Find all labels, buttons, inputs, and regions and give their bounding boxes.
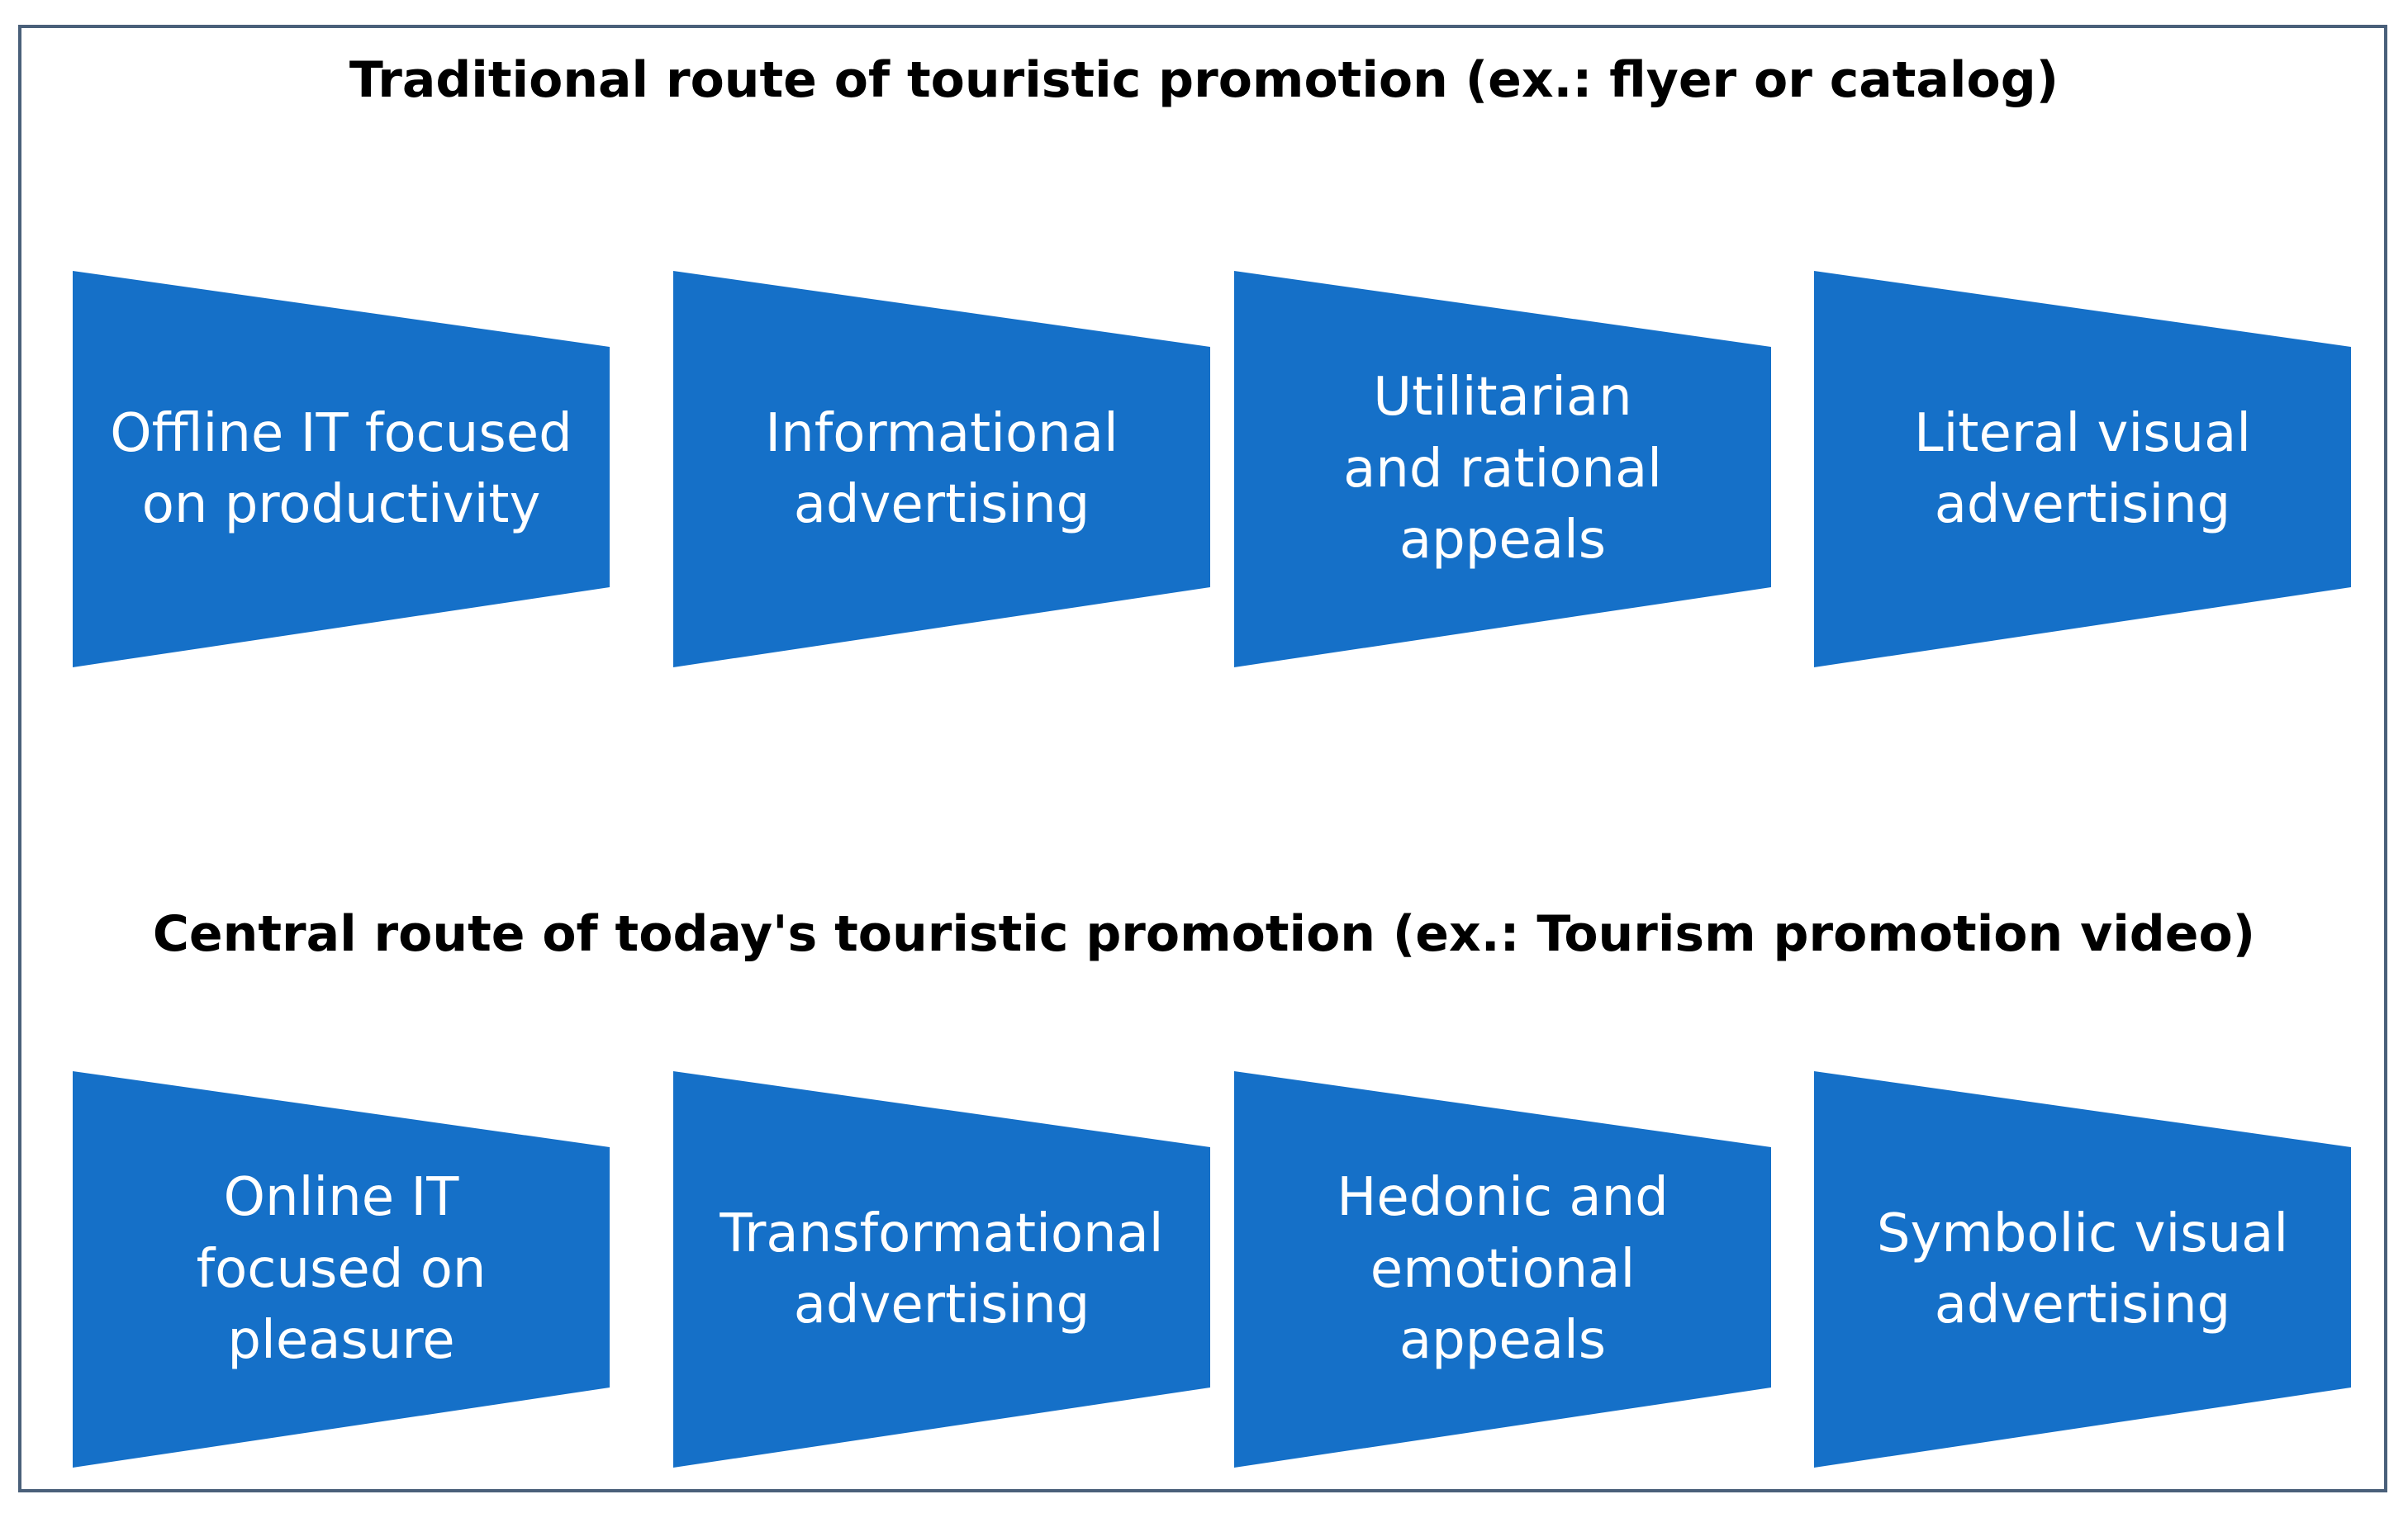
hedonic-appeals-box: Hedonic and emotional appeals — [1234, 1071, 1771, 1468]
central-route-row: Online IT focused on pleasure Transforma… — [0, 1071, 2408, 1468]
transformational-advertising-box: Transformational advertising — [673, 1071, 1210, 1468]
online-it-box: Online IT focused on pleasure — [73, 1071, 610, 1468]
box-label: Online IT focused on pleasure — [196, 1167, 487, 1372]
central-route-title: Central route of today's touristic promo… — [152, 905, 2256, 963]
trapezoid-shape — [73, 1071, 610, 1468]
offline-it-box: Offline IT focused on productivity — [73, 271, 610, 667]
literal-visual-advertising-box: Literal visual advertising — [1814, 271, 2351, 667]
box-label: Informational advertising — [765, 402, 1119, 535]
trapezoid-shape — [73, 271, 610, 667]
box-label: Offline IT focused on productivity — [110, 402, 572, 535]
trapezoid-shape — [673, 1071, 1210, 1468]
symbolic-visual-advertising-box: Symbolic visual advertising — [1814, 1071, 2351, 1468]
informational-advertising-box: Informational advertising — [673, 271, 1210, 667]
trapezoid-shape — [1234, 1071, 1771, 1468]
box-label: Symbolic visual advertising — [1876, 1203, 2289, 1335]
trapezoid-shape — [673, 271, 1210, 667]
box-label: Hedonic and emotional appeals — [1337, 1167, 1669, 1372]
traditional-route-row: Offline IT focused on productivity Infor… — [0, 271, 2408, 667]
box-label: Transformational advertising — [720, 1203, 1164, 1335]
traditional-route-title: Traditional route of touristic promotion… — [349, 51, 2059, 109]
trapezoid-shape — [1234, 271, 1771, 667]
utilitarian-appeals-box: Utilitarian and rational appeals — [1234, 271, 1771, 667]
box-label: Literal visual advertising — [1913, 402, 2252, 535]
trapezoid-shape — [1814, 271, 2351, 667]
trapezoid-shape — [1814, 1071, 2351, 1468]
box-label: Utilitarian and rational appeals — [1343, 367, 1662, 572]
